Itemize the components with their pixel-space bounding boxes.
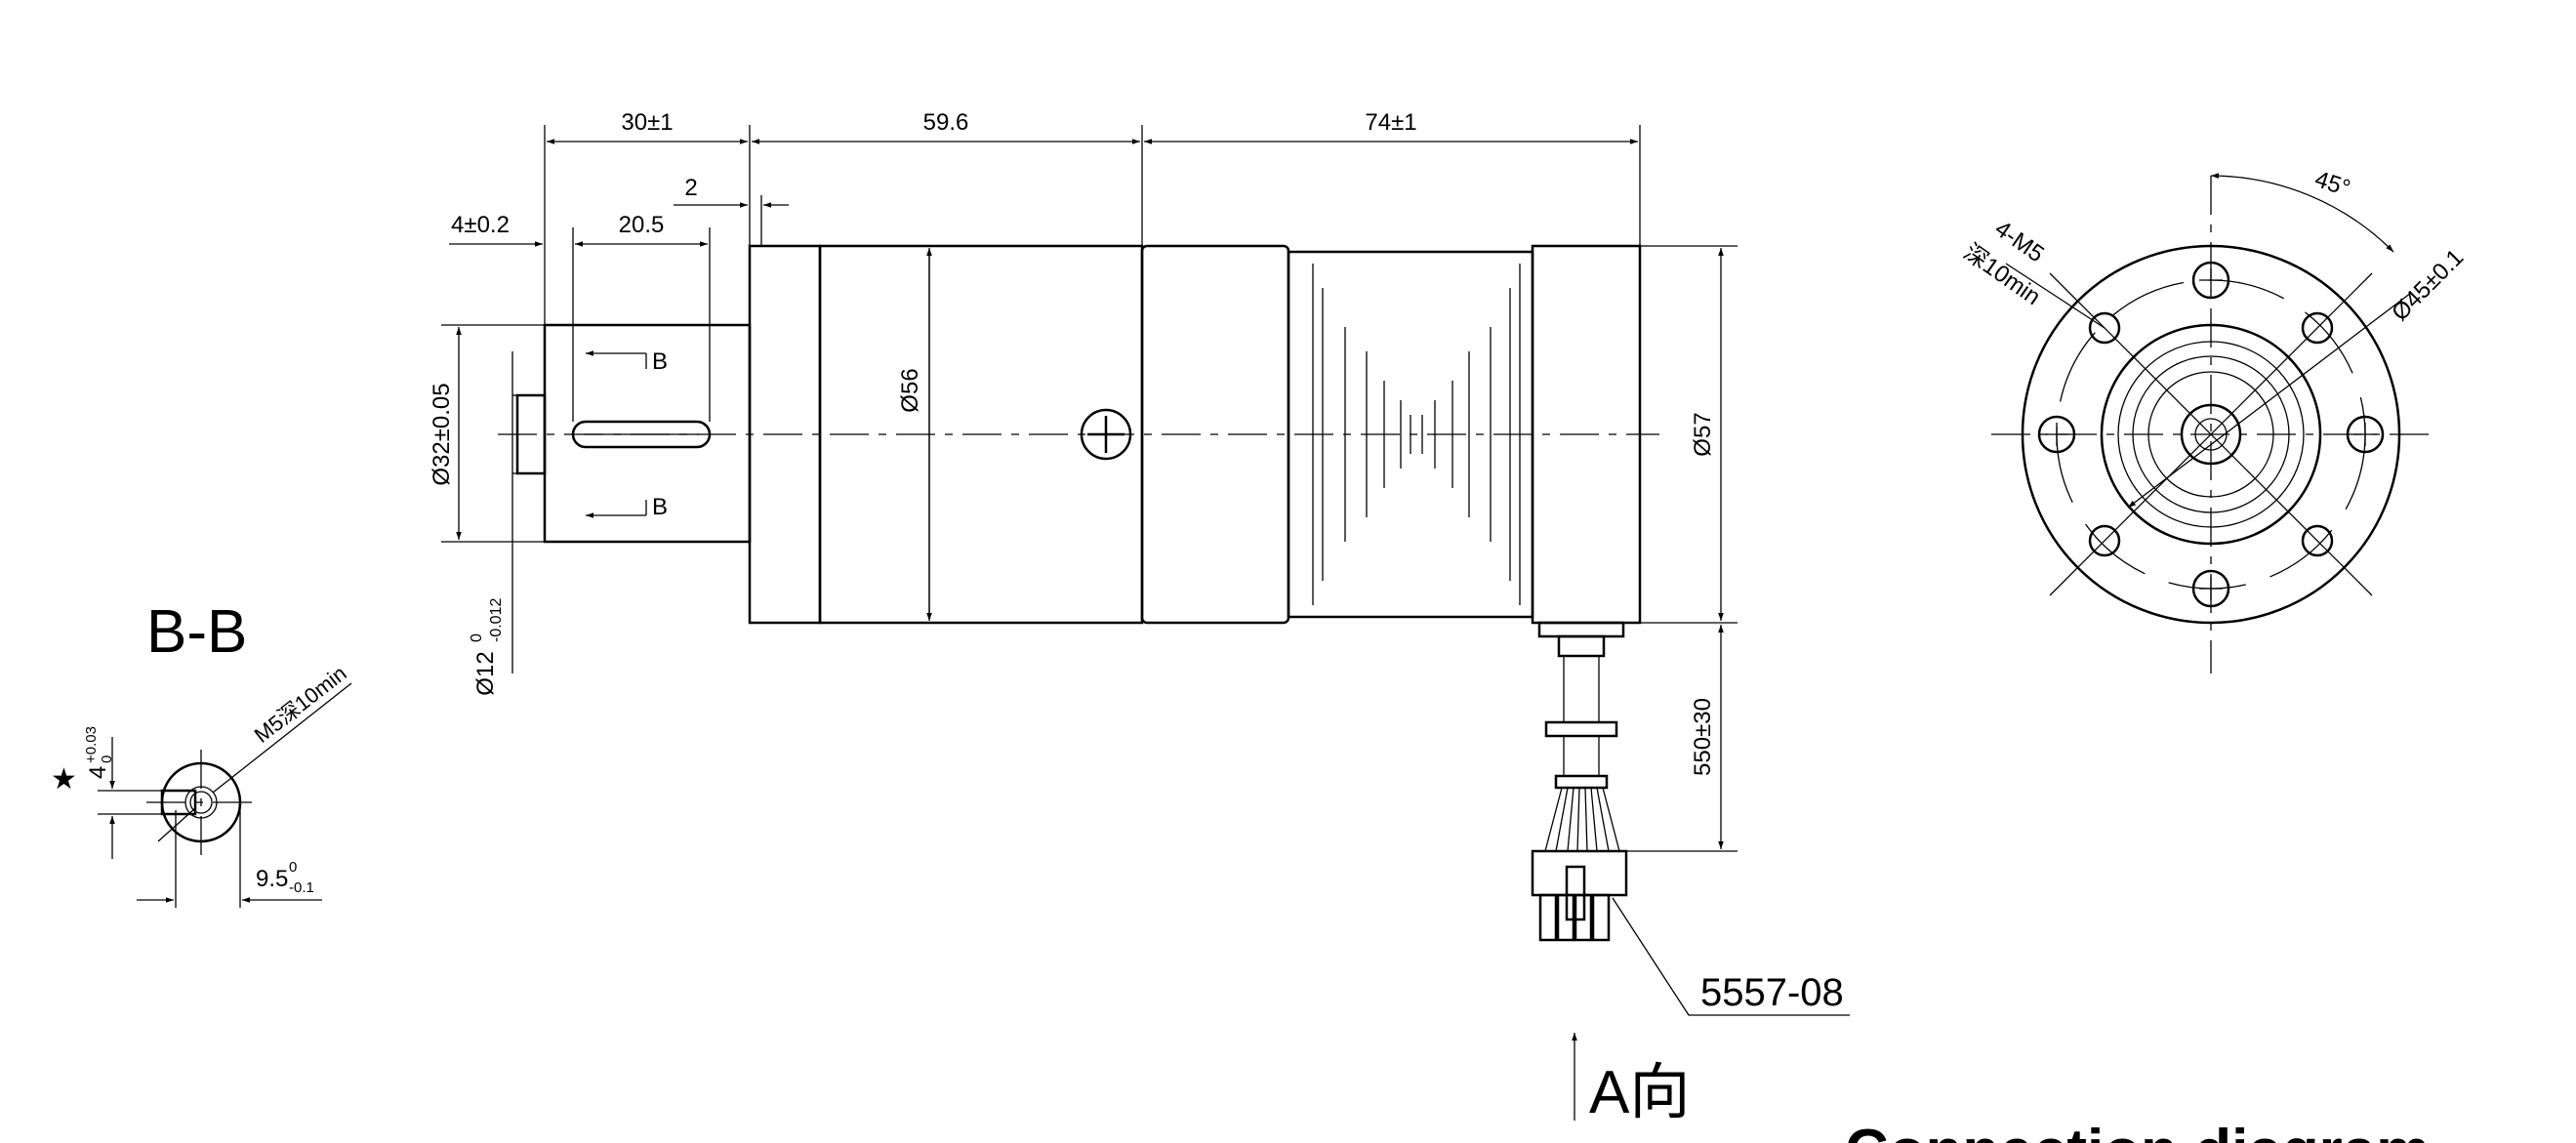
section-label-b-top: B — [652, 348, 668, 375]
section-label-b-bottom: B — [652, 494, 668, 520]
svg-text:0: 0 — [469, 633, 485, 642]
dim-shaft-length: 30±1 — [621, 109, 673, 136]
svg-text:0: 0 — [99, 755, 115, 763]
front-hole-tr — [2301, 311, 2334, 345]
front-screw-bottom — [2191, 569, 2230, 608]
front-hole-br — [2301, 524, 2334, 557]
section-key-depth: 9.5 0 -0.1 — [256, 859, 314, 896]
dim-motor-length: 74±1 — [1365, 109, 1416, 136]
view-direction-label: A向 — [1589, 1059, 1690, 1126]
dim-pilot-diameter: Ø32±0.05 — [429, 383, 455, 485]
svg-text:4: 4 — [85, 766, 111, 779]
dim-flange-gap: 2 — [684, 175, 697, 201]
front-screw-top — [2191, 261, 2230, 300]
front-view — [1991, 173, 2431, 674]
dim-cable-length: 550±30 — [1690, 698, 1716, 776]
output-shaft — [515, 323, 752, 544]
svg-text:+0.03: +0.03 — [83, 726, 100, 763]
front-angle-label: 45° — [2311, 166, 2353, 202]
motor-cable — [1537, 621, 1625, 852]
dim-gearbox-length: 59.6 — [923, 109, 969, 136]
connector-5557-08 — [1531, 849, 1628, 942]
dim-key-length: 20.5 — [619, 212, 665, 238]
section-key-width: 4 +0.03 0 — [83, 726, 115, 779]
dim-shaft-step: 4±0.2 — [451, 212, 510, 238]
section-thread-note: M5深10min — [250, 661, 351, 748]
svg-text:0: 0 — [289, 859, 297, 876]
connection-diagram-title: Connection diagram — [1845, 1118, 2430, 1143]
dim-gearbox-diameter: Ø56 — [897, 368, 923, 412]
dim-shaft-diameter: Ø12 0 -0.012 — [469, 598, 505, 696]
section-marker-b-top — [586, 350, 647, 369]
section-marker-b-bottom — [586, 500, 647, 518]
front-hole-tl — [2088, 311, 2121, 345]
section-bb-title: B-B — [146, 598, 247, 666]
dim-motor-diameter: Ø57 — [1690, 412, 1716, 456]
section-star-icon: ★ — [51, 763, 77, 796]
connector-label: 5557-08 — [1700, 971, 1844, 1014]
front-hole-bl — [2088, 524, 2121, 557]
svg-text:-0.1: -0.1 — [289, 879, 314, 896]
svg-text:-0.012: -0.012 — [488, 598, 505, 642]
svg-text:Ø12: Ø12 — [472, 651, 499, 695]
dimension-lines — [441, 125, 1850, 1121]
svg-text:9.5: 9.5 — [256, 866, 288, 892]
front-pcd-label: Ø45±0.1 — [2387, 244, 2469, 326]
front-screw-right — [2346, 415, 2385, 454]
front-screw-left — [2037, 415, 2076, 454]
section-bb-view — [98, 682, 352, 908]
